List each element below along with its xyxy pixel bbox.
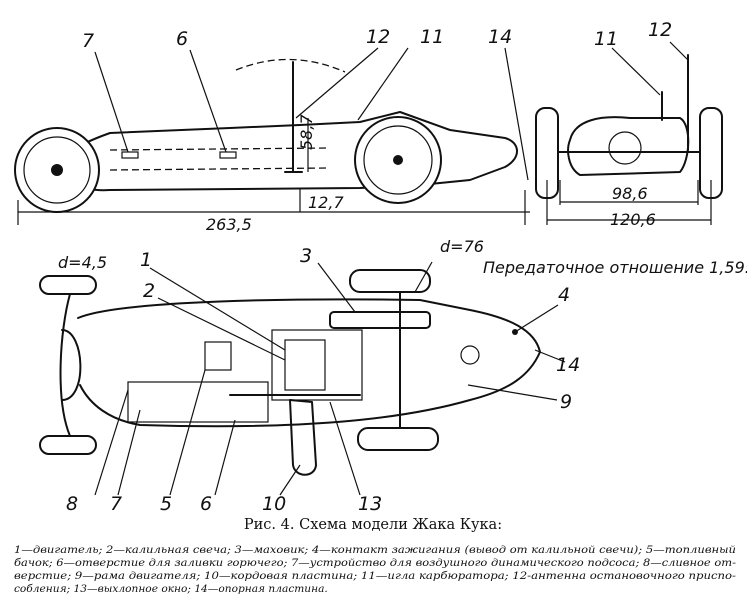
- top-rear-wheel-lower: [357, 427, 439, 451]
- top-plate: [204, 341, 232, 371]
- callout-front-11: 11: [594, 28, 618, 50]
- top-needle-knob: [460, 345, 480, 365]
- callout-top-5: 5: [160, 493, 172, 515]
- top-front-wheel-lower: [39, 435, 97, 455]
- side-hidden-line-2: [109, 167, 331, 171]
- caption-title: Рис. 4. Схема модели Жака Кука:: [244, 517, 502, 533]
- top-fuel-tank: [127, 381, 269, 423]
- side-rear-wheel: [14, 127, 100, 213]
- legend-line: собления; 13—выхлопное окно; 14—опорная …: [14, 583, 328, 595]
- dim-length-label: 263,5: [206, 215, 252, 234]
- front-view: 98,6 120,6 11 12: [535, 19, 723, 229]
- callout-side-11: 11: [420, 26, 444, 48]
- side-hidden-line: [109, 147, 331, 151]
- caption: Рис. 4. Схема модели Жака Кука: 1—двигат…: [14, 517, 736, 595]
- side-opening-6: [219, 151, 237, 159]
- top-rear-wheel-diameter: d=76: [440, 237, 484, 256]
- top-view: d=4,5 d=76 Передаточное отношение 1,59:1…: [39, 237, 747, 515]
- callout-top-7: 7: [110, 493, 122, 515]
- callout-top-14: 14: [556, 354, 580, 376]
- side-view: 58,7 12,7 263,5 7 6 12 11 14: [14, 26, 530, 234]
- callout-front-12: 12: [648, 19, 672, 41]
- top-body: [77, 298, 541, 428]
- legend-line: верстие; 9—рама двигателя; 10—кордовая п…: [14, 570, 736, 582]
- legend-line: бачок; 6—отверстие для заливки горючего;…: [14, 557, 736, 569]
- top-front-wheel-upper: [39, 275, 97, 295]
- callout-top-13: 13: [358, 493, 382, 515]
- callout-side-14: 14: [488, 26, 512, 48]
- dim-height-label: 58,7: [297, 114, 316, 150]
- side-front-wheel: [354, 116, 442, 204]
- dim-clearance-label: 12,7: [308, 193, 344, 212]
- callout-side-6: 6: [176, 28, 188, 50]
- callout-top-10: 10: [262, 493, 286, 515]
- top-front-axle: [59, 293, 71, 437]
- callout-side-12: 12: [366, 26, 390, 48]
- callout-top-6: 6: [200, 493, 212, 515]
- callout-top-4: 4: [558, 284, 570, 306]
- callout-top-9: 9: [560, 391, 572, 413]
- front-flywheel: [608, 131, 642, 165]
- top-gear-ratio: Передаточное отношение 1,59:1: [483, 258, 747, 277]
- callout-top-8: 8: [66, 493, 78, 515]
- top-front-wheel-diameter: d=4,5: [58, 253, 107, 272]
- top-engine: [271, 329, 363, 401]
- antenna-arc: [235, 58, 346, 73]
- top-rear-wheel-upper: [349, 269, 431, 293]
- dim-inner-track: 98,6: [612, 184, 648, 203]
- callout-side-7: 7: [82, 30, 94, 52]
- callout-top-1: 1: [140, 249, 152, 271]
- callout-top-3: 3: [300, 245, 312, 267]
- side-body: [54, 111, 518, 192]
- callout-top-2: 2: [143, 280, 155, 302]
- side-opening-7: [121, 151, 139, 159]
- front-engine-block: [567, 116, 690, 176]
- legend-line: 1—двигатель; 2—калильная свеча; 3—махови…: [14, 544, 736, 556]
- top-line-plate: [289, 399, 317, 476]
- top-flywheel: [329, 311, 431, 329]
- dim-outer-track: 120,6: [610, 210, 656, 229]
